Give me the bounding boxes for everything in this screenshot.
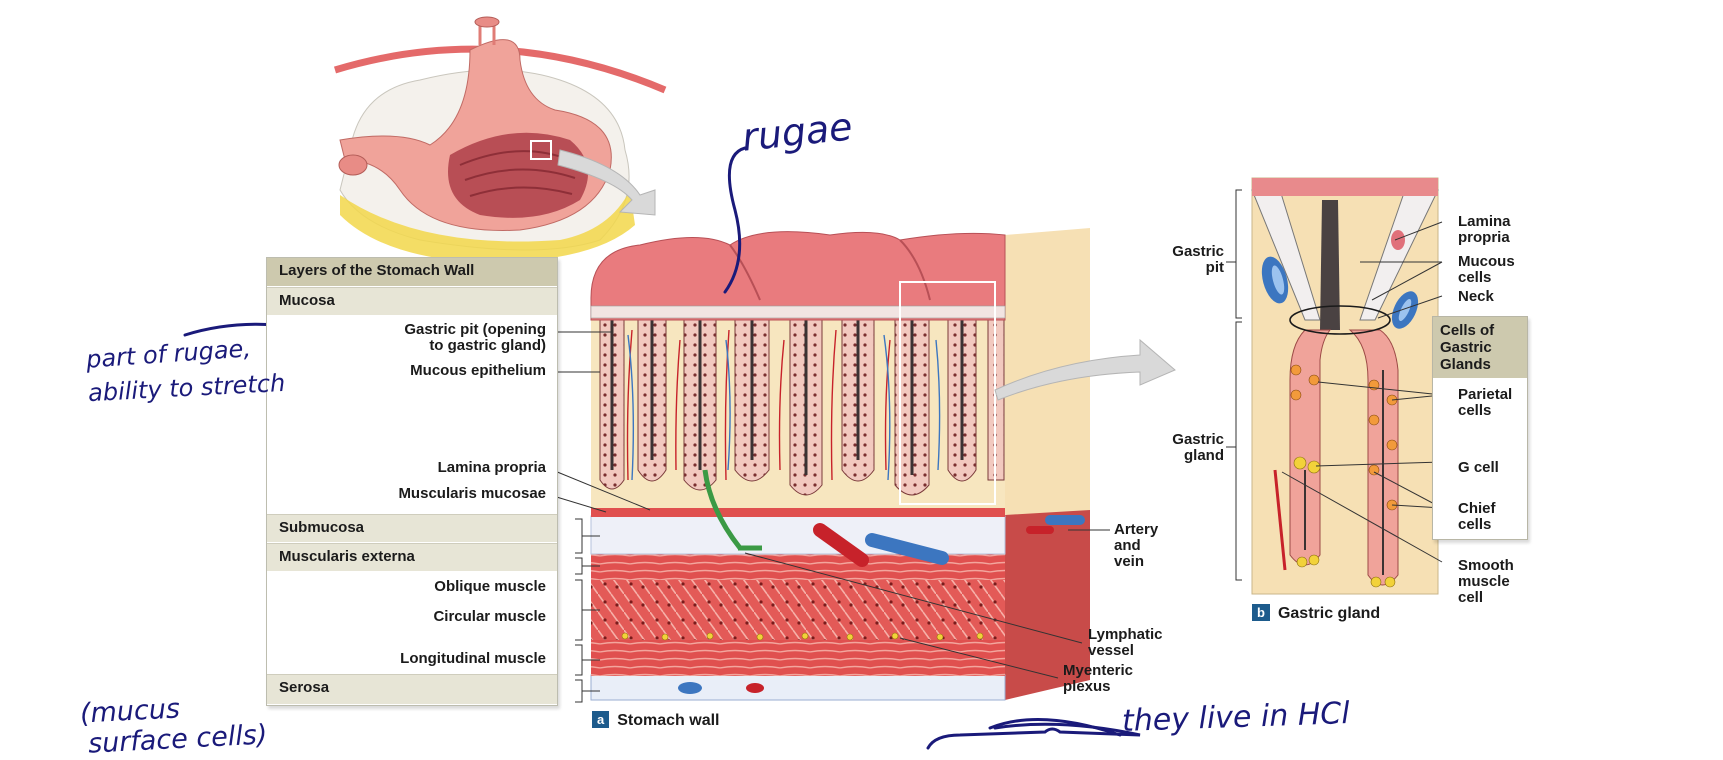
circular-muscle-layer (591, 580, 1005, 640)
zoom-arrow-b (994, 338, 1176, 401)
panel-b-letter: b (1252, 604, 1270, 621)
table-row-submucosa: Submucosa (267, 514, 557, 542)
label-mucous-epithelium: Mucous epithelium (410, 362, 546, 379)
longitudinal-muscle-layer (591, 638, 1005, 676)
label-gland-gland-line1: Gastric (1172, 431, 1224, 448)
label-parietal-line2: cells (1458, 402, 1492, 419)
label-circular-muscle: Circular muscle (433, 608, 546, 625)
label-oblique-muscle: Oblique muscle (434, 578, 546, 595)
label-smooth-line3: cell (1458, 589, 1484, 606)
cells-box-line1: Cells of (1440, 322, 1495, 339)
label-longitudinal-muscle: Longitudinal muscle (400, 650, 546, 667)
panel-a-caption: a Stomach wall (592, 711, 719, 730)
hcl-ink-brace (926, 722, 1141, 750)
label-g-cell: G cell (1458, 459, 1499, 476)
submucosa-layer (590, 515, 1006, 555)
cells-box-header: Cells of Gastric Glands (1433, 317, 1527, 378)
table-row-mucosa: Mucosa (267, 287, 557, 315)
label-myenteric-line1: Myenteric (1063, 662, 1134, 679)
label-lymphatic-line2: vessel (1088, 642, 1134, 659)
label-gland-pit-line2: pit (1205, 259, 1224, 276)
stomach-wall-block (590, 228, 1090, 701)
cells-box-line3: Glands (1440, 356, 1491, 373)
label-mucous-cells-line2: cells (1458, 269, 1492, 286)
serosa-layer (590, 674, 1006, 701)
label-smooth-line1: Smooth (1458, 557, 1514, 574)
cells-of-gastric-glands-box: Cells of Gastric Glands (1432, 316, 1528, 540)
label-lymphatic-line1: Lymphatic (1088, 626, 1163, 643)
layers-table: Layers of the Stomach Wall Mucosa Submuc… (266, 257, 558, 706)
label-gastric-pit-line2: to gastric gland) (429, 337, 546, 354)
label-artery-line1: Artery (1114, 521, 1159, 538)
layers-table-title: Layers of the Stomach Wall (267, 258, 557, 286)
label-lamina-propria-b-line1: Lamina (1458, 213, 1511, 230)
panel-a-caption-text: Stomach wall (617, 712, 720, 729)
label-muscularis-mucosae: Muscularis mucosae (398, 485, 546, 502)
table-row-serosa: Serosa (267, 674, 557, 704)
label-artery-line3: vein (1114, 553, 1145, 570)
panel-b-caption: b Gastric gland (1252, 604, 1380, 623)
label-myenteric-line2: plexus (1063, 678, 1111, 695)
panel-a-letter: a (592, 711, 610, 728)
label-chief-line2: cells (1458, 516, 1492, 533)
label-lamina-propria: Lamina propria (437, 459, 546, 476)
label-gland-gland-line2: gland (1184, 447, 1224, 464)
panel-b-caption-text: Gastric gland (1277, 605, 1381, 622)
label-smooth-line2: muscle (1458, 573, 1510, 590)
label-parietal-line1: Parietal (1458, 386, 1513, 403)
label-chief-line1: Chief (1458, 500, 1496, 517)
gastric-gland-drawing (1251, 177, 1439, 595)
label-gastric-pit-line1: Gastric pit (opening (404, 321, 546, 338)
whole-stomach-drawing (333, 16, 667, 263)
label-artery-line2: and (1114, 537, 1141, 554)
label-lamina-propria-b-line2: propria (1458, 229, 1510, 246)
label-mucous-cells-line1: Mucous (1458, 253, 1515, 270)
label-neck: Neck (1458, 288, 1494, 305)
label-gland-pit-line1: Gastric (1172, 243, 1224, 260)
zoom-arrow-a (557, 149, 656, 216)
muscularis-mucosae-layer (591, 508, 1005, 517)
table-row-muscularis-externa: Muscularis externa (267, 543, 557, 571)
rugae-ink-pointer (723, 146, 747, 294)
cells-box-line2: Gastric (1440, 339, 1492, 356)
